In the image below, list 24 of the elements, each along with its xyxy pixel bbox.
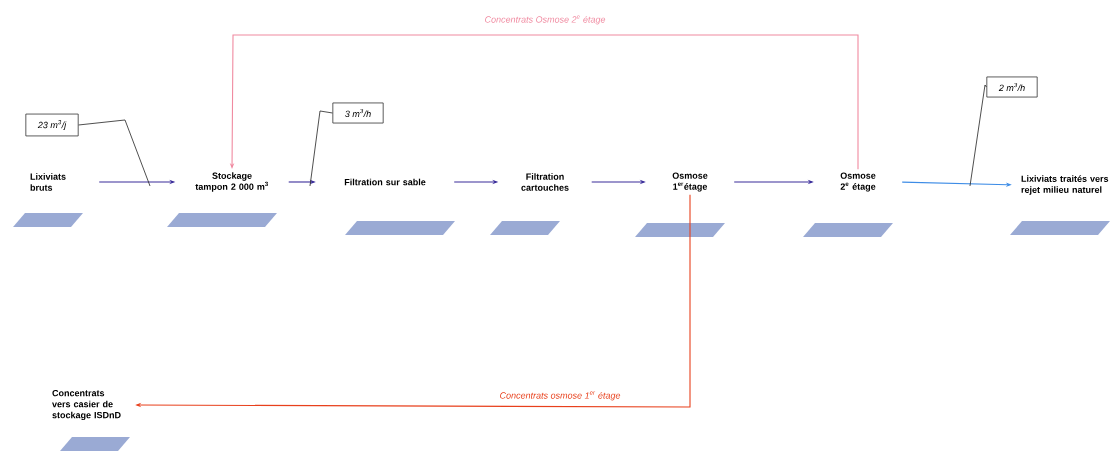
node-label: Lixiviats traités vers rejet milieu naturel bbox=[1021, 175, 1109, 195]
node-label: Filtration sur sable bbox=[344, 178, 426, 186]
value-callout: 23 m$^{3}$/j bbox=[25, 113, 79, 137]
process-step: Lixiviats bruts bbox=[13, 173, 83, 227]
process-step: Lixiviats traités vers rejet milieu naturel bbox=[1010, 175, 1110, 235]
leader-line bbox=[78, 119, 151, 187]
process-step: Concentrats vers casier de stockage ISDnD bbox=[52, 389, 130, 451]
node-label: Osmose 2$^{e}$ étage bbox=[840, 172, 876, 192]
leader-line bbox=[309, 110, 333, 187]
node-label: Osmose 1$^{er}$étage bbox=[672, 172, 708, 192]
edge-label: Concentrats Osmose 2$^{e}$ étage bbox=[483, 14, 607, 26]
process-step: Filtration sur sable bbox=[344, 178, 455, 235]
edge-label: Concentrats osmose 1$^{er}$ étage bbox=[498, 390, 622, 402]
node-label: Stockage tampon 2 000 m$^{3}$ bbox=[195, 172, 268, 192]
process-step: Filtration cartouches bbox=[490, 173, 569, 235]
node-label: Filtration cartouches bbox=[521, 173, 569, 191]
process-step: Stockage tampon 2 000 m$^{3}$ bbox=[167, 172, 277, 227]
node-label: Concentrats vers casier de stockage ISDnD bbox=[52, 389, 121, 421]
leader-line bbox=[969, 84, 987, 187]
node-label: Lixiviats bruts bbox=[30, 173, 66, 191]
value-callout: 2 m$^{3}$/h bbox=[986, 76, 1038, 98]
value-callout: 3 m$^{3}$/h bbox=[332, 102, 384, 124]
process-step: Osmose 2$^{e}$ étage bbox=[803, 172, 893, 237]
process-step: Osmose 1$^{er}$étage bbox=[635, 172, 725, 237]
